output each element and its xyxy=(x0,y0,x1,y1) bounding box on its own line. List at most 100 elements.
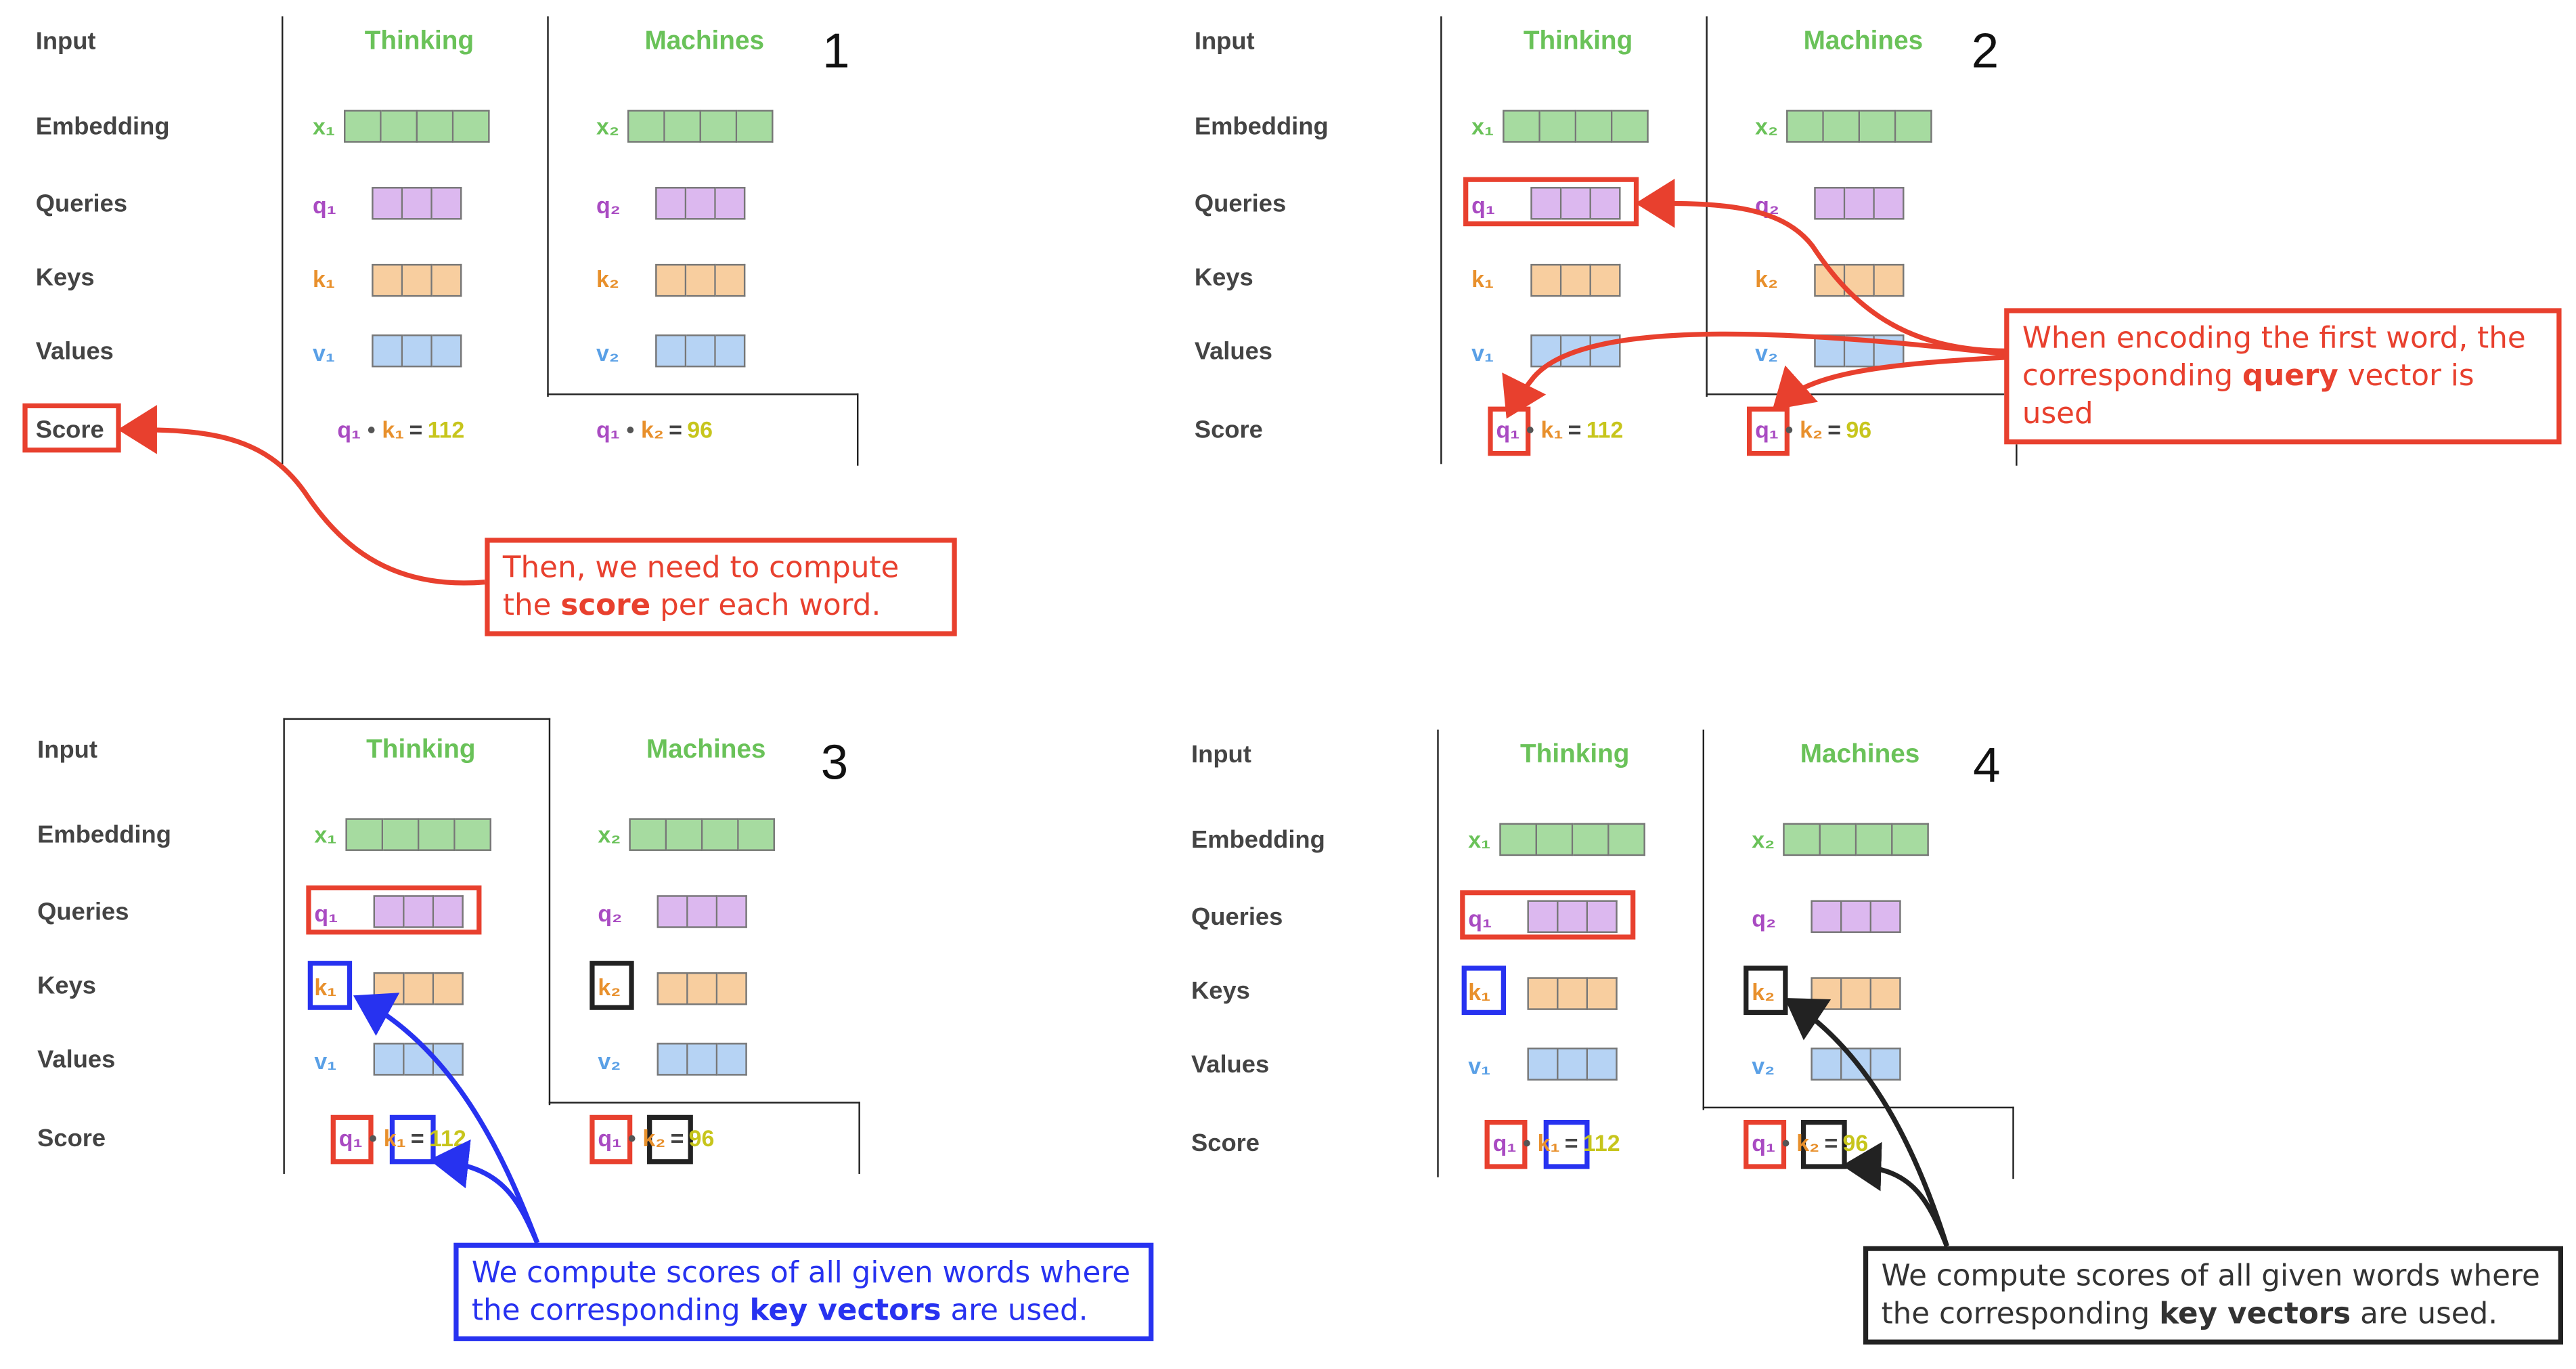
q2-query-vector xyxy=(657,895,747,928)
score-thinking: q₁•k₁=112 xyxy=(1496,416,1624,443)
divider-line xyxy=(547,16,549,397)
score-q-term: q₁ xyxy=(1752,1129,1776,1156)
row-label-input: Input xyxy=(37,736,98,764)
score-value: 96 xyxy=(1842,1129,1869,1156)
score-q1-highlight xyxy=(1484,1120,1528,1169)
row-label-embedding: Embedding xyxy=(37,821,172,850)
q1-label: q₁ xyxy=(1471,192,1495,219)
row-label-queries: Queries xyxy=(1191,903,1283,932)
score-thinking: q₁•k₁=112 xyxy=(1492,1129,1620,1156)
score-value: 96 xyxy=(687,416,713,443)
score-q-term: q₁ xyxy=(596,416,620,443)
k2-label: k₂ xyxy=(596,265,619,292)
word-machines: Machines xyxy=(1803,28,1924,56)
score-machines: q₁•k₂=96 xyxy=(1752,1129,1869,1156)
score-q-term: q₁ xyxy=(598,1125,622,1152)
score-k-term: k₁ xyxy=(1537,1129,1560,1156)
q1-row-highlight xyxy=(306,885,482,935)
q1-label: q₁ xyxy=(1468,905,1492,932)
divider-line xyxy=(1702,729,1705,1110)
score-q-term: q₁ xyxy=(1492,1129,1517,1156)
score-q-term: q₁ xyxy=(338,1125,363,1152)
panel-1: Input Embedding Queries Keys Values Scor… xyxy=(9,0,2567,656)
word-thinking: Thinking xyxy=(366,736,476,764)
x1-embedding-vector xyxy=(344,110,490,143)
row-label-values: Values xyxy=(1191,1051,1270,1079)
row-label-score: Score xyxy=(37,1125,106,1153)
score-value: 112 xyxy=(427,416,465,443)
x1-embedding-vector xyxy=(345,818,492,851)
x2-label: x₂ xyxy=(1755,113,1779,139)
callout-query: When encoding the first word, the corres… xyxy=(2004,308,2562,445)
k2-key-vector xyxy=(657,972,747,1005)
panel-4: Input Embedding Queries Keys Values Scor… xyxy=(1165,713,2576,1369)
x2-embedding-vector xyxy=(627,110,774,143)
score-q-term: q₁ xyxy=(1755,416,1779,443)
k1-key-vector xyxy=(372,263,462,297)
v2-label: v₂ xyxy=(596,339,619,366)
score-k-term: k₁ xyxy=(383,1125,406,1152)
panel-2: Input Embedding Queries Keys Values Scor… xyxy=(1168,0,2576,656)
panel-number: 1 xyxy=(822,24,850,79)
k1-key-vector xyxy=(373,972,464,1005)
score-thinking: q₁•k₁=112 xyxy=(337,416,465,443)
score-k-term: k₂ xyxy=(642,1125,666,1152)
divider-line xyxy=(1706,16,1708,397)
v2-value-vector xyxy=(1814,334,1905,368)
k1-key-vector xyxy=(1527,977,1618,1010)
word-thinking: Thinking xyxy=(1523,28,1633,56)
k1-key-vector xyxy=(1530,263,1621,297)
v1-value-vector xyxy=(1530,334,1621,368)
x2-label: x₂ xyxy=(598,821,621,848)
score-value: 112 xyxy=(1582,1129,1620,1156)
x2-embedding-vector xyxy=(629,818,776,851)
k1-label: k₁ xyxy=(1471,265,1494,292)
x2-label: x₂ xyxy=(596,113,619,139)
q1-query-vector xyxy=(1527,900,1618,933)
divider-line xyxy=(1702,1106,2014,1109)
v2-value-vector xyxy=(1811,1047,1901,1081)
q1-row-highlight xyxy=(1460,890,1636,940)
x1-embedding-vector xyxy=(1499,823,1645,856)
q2-query-vector xyxy=(655,187,746,220)
score-machines: q₁•k₂=96 xyxy=(598,1125,715,1152)
v2-value-vector xyxy=(655,334,746,368)
panel-number: 3 xyxy=(820,736,849,791)
k2-label: k₂ xyxy=(1755,265,1779,292)
v1-value-vector xyxy=(373,1043,464,1076)
q2-label: q₂ xyxy=(1752,905,1777,932)
row-label-keys: Keys xyxy=(37,972,97,1001)
divider-line xyxy=(283,718,285,1174)
v2-label: v₂ xyxy=(598,1047,621,1074)
x1-label: x₁ xyxy=(313,113,335,139)
divider-line xyxy=(858,1102,860,1174)
score-thinking: q₁•k₁=112 xyxy=(338,1125,466,1152)
score-value: 96 xyxy=(688,1125,715,1152)
q2-label: q₂ xyxy=(1755,192,1779,219)
x2-embedding-vector xyxy=(1783,823,1929,856)
row-label-score: Score xyxy=(35,416,104,445)
q2-label: q₂ xyxy=(598,900,623,927)
k1-label: k₁ xyxy=(1468,978,1491,1005)
row-label-queries: Queries xyxy=(37,898,129,927)
q1-query-vector xyxy=(372,187,462,220)
x2-label: x₂ xyxy=(1752,826,1775,853)
q1-label: q₁ xyxy=(313,192,336,219)
divider-line xyxy=(857,393,859,466)
q1-label: q₁ xyxy=(314,900,338,927)
k2-key-vector xyxy=(1811,977,1901,1010)
divider-line xyxy=(1440,16,1442,464)
word-machines: Machines xyxy=(644,28,765,56)
k2-label: k₂ xyxy=(1752,978,1775,1005)
row-label-input: Input xyxy=(35,28,96,56)
score-k-term: k₁ xyxy=(1540,416,1563,443)
score-q-term: q₁ xyxy=(1496,416,1520,443)
v1-label: v₁ xyxy=(1471,339,1494,366)
callout-score: Then, we need to compute the score per e… xyxy=(485,538,957,636)
score-q1-highlight xyxy=(590,1114,633,1165)
divider-line xyxy=(548,718,551,1106)
score-machines: q₁•k₂=96 xyxy=(1755,416,1872,443)
score-k-term: k₁ xyxy=(382,416,405,443)
divider-line xyxy=(282,16,284,464)
divider-line xyxy=(283,718,551,720)
